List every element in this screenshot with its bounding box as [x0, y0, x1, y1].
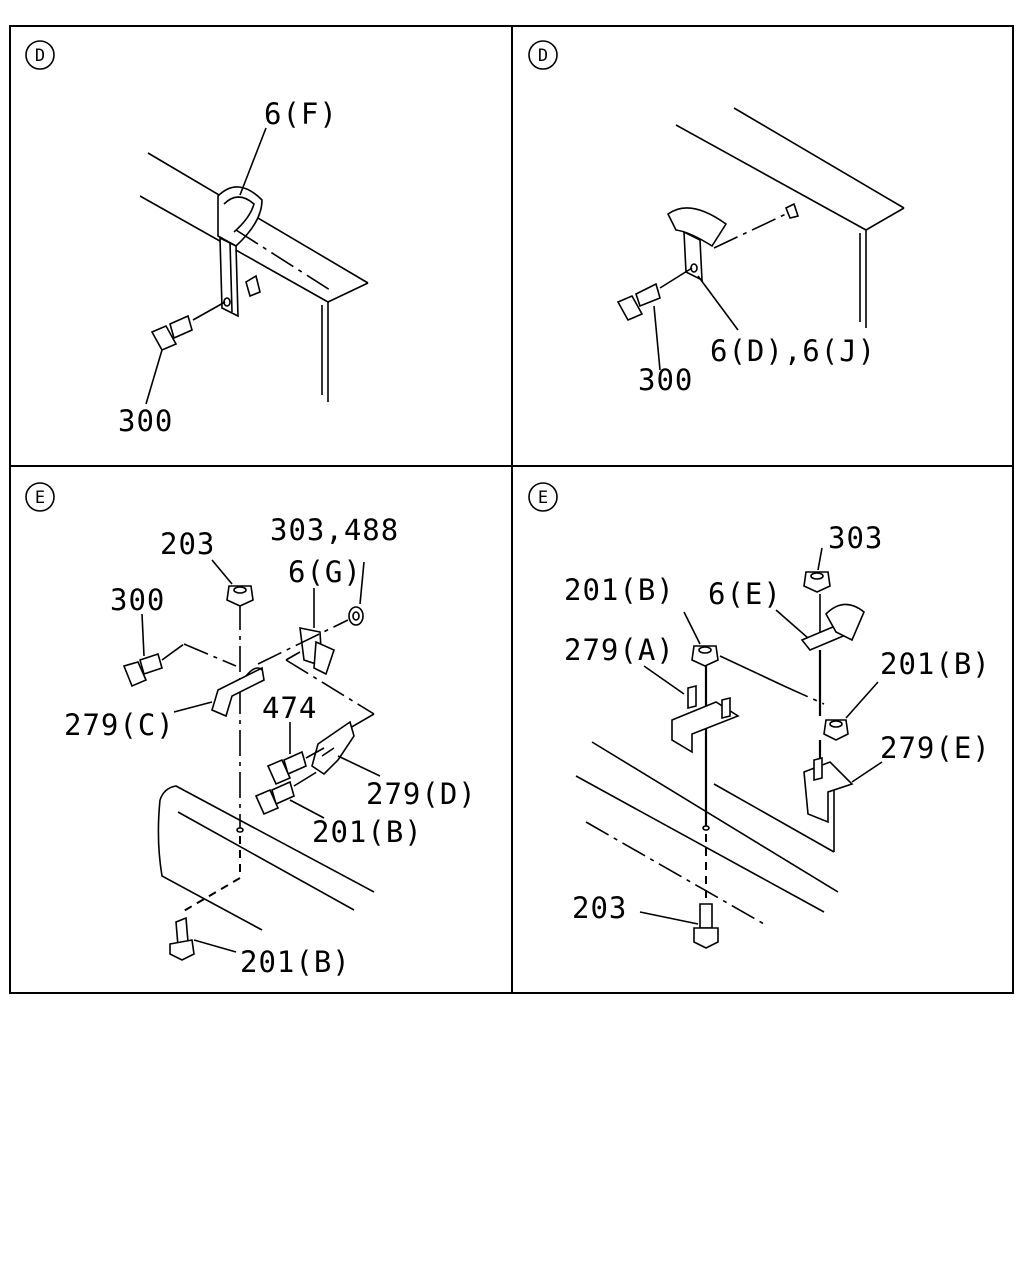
nut-203: [226, 585, 254, 607]
bolt-300: [150, 314, 193, 352]
label-bolt: 300: [638, 363, 693, 397]
nut-201b-left: [691, 645, 719, 667]
label-clip-right: 279(E): [880, 731, 991, 765]
frame-member: [157, 785, 375, 931]
label-nut-right: 201(B): [880, 647, 991, 681]
view-letter: D: [35, 46, 45, 66]
bracket-6g: [285, 626, 335, 676]
label-bracket: 6(G): [288, 555, 362, 589]
bracket-6e: [800, 603, 865, 651]
view-marker: D: [528, 40, 558, 70]
label-bolt-left: 300: [110, 583, 165, 617]
bolt-300: [616, 282, 661, 322]
label-nut-top: 203: [160, 527, 215, 561]
clip-279c: [211, 666, 265, 718]
label-bolt-201: 201(B): [312, 815, 423, 849]
bolt-201b: [254, 780, 295, 816]
bolt-474: [266, 750, 307, 786]
clip-279e: [803, 756, 854, 824]
panel-view-e-left: E: [25, 482, 477, 979]
bolt-203: [693, 903, 719, 949]
bolt-201b-bottom: [169, 916, 195, 961]
clip-279a: [671, 684, 740, 754]
view-marker: E: [25, 482, 55, 512]
label-nut-top: 303: [828, 521, 883, 555]
frame-rail: [675, 107, 905, 328]
label-bolt-474: 474: [262, 691, 317, 725]
nut-201b-right: [823, 719, 849, 741]
panel-view-e-right: E: [528, 482, 991, 949]
label-nut-left: 201(B): [564, 573, 675, 607]
label-bracket: 6(D),6(J): [710, 334, 876, 368]
hose-bracket: [217, 186, 263, 318]
panel-view-d-left: D 6(F) 300: [25, 40, 369, 438]
panel-view-d-right: D 6(D),6(J) 300: [528, 40, 905, 397]
nut-303-washer-488: [348, 606, 364, 626]
label-clip-left: 279(A): [564, 633, 675, 667]
view-letter: E: [35, 488, 45, 508]
label-clip-left: 279(C): [64, 708, 175, 742]
label-bolt: 300: [118, 404, 173, 438]
label-bolt-bottom: 201(B): [240, 945, 351, 979]
view-letter: D: [538, 46, 548, 66]
label-bracket: 6(F): [264, 97, 338, 131]
frame-member: [575, 741, 839, 925]
label-clip-right: 279(D): [366, 777, 477, 811]
label-bracket: 6(E): [708, 577, 782, 611]
label-bolt-bottom: 203: [572, 891, 627, 925]
label-nut-washer: 303,488: [270, 513, 399, 547]
view-marker: D: [25, 40, 55, 70]
clip-279d: [311, 720, 355, 776]
view-marker: E: [528, 482, 558, 512]
bolt-300: [122, 652, 163, 688]
view-letter: E: [538, 488, 548, 508]
nut-303: [803, 571, 831, 593]
hose-bracket: [666, 202, 800, 282]
